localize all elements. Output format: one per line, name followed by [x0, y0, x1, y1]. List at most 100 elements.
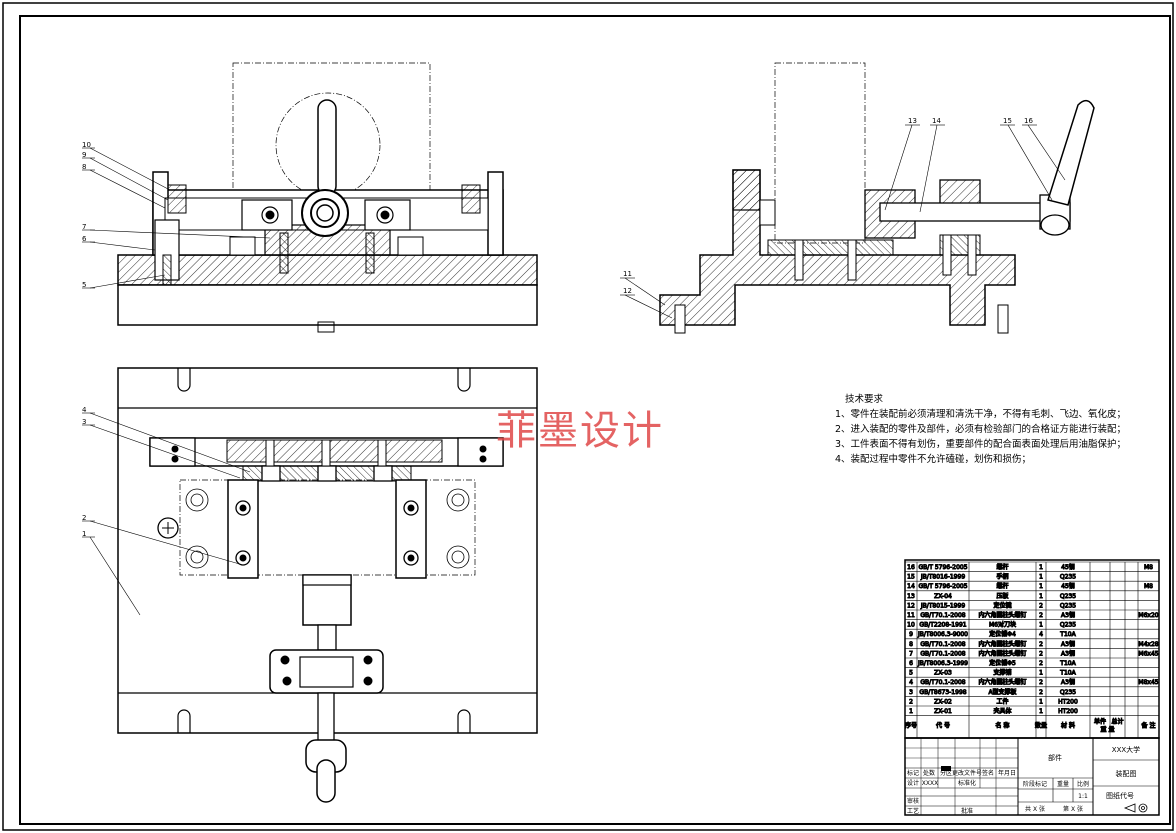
- bom-row-no: 15: [907, 574, 915, 581]
- bom-row-no: 6: [909, 660, 913, 667]
- side-view-balloon-labels: 13 14 15 16 11 12: [623, 117, 1033, 295]
- bom-row-code: ZX-04: [934, 593, 952, 600]
- bom-row-no: 11: [907, 612, 915, 619]
- scale-value: 1:1: [1078, 793, 1088, 800]
- bom-row-qty: 1: [1039, 574, 1043, 581]
- bom-row-code: JB/T8006.3-9000: [917, 631, 968, 638]
- balloon-9: 9: [82, 151, 86, 159]
- bom-row-qty: 1: [1039, 670, 1043, 677]
- balloon-10: 10: [82, 141, 91, 149]
- drawing-name: 装配图: [1116, 769, 1137, 778]
- balloon-8: 8: [82, 163, 86, 171]
- row-label-zone: 分区: [940, 769, 952, 777]
- bom-header-name: 名 称: [996, 722, 1010, 730]
- bom-row-code: GB/T 5796-2005: [918, 564, 967, 571]
- bom-row-name: 夹具体: [993, 707, 1011, 715]
- review-label: 审核: [907, 797, 919, 805]
- bom-row-qty: 2: [1039, 641, 1043, 648]
- balloon-13: 13: [908, 117, 917, 125]
- balloon-3: 3: [82, 418, 86, 426]
- balloon-5: 5: [82, 281, 86, 289]
- bom-row-name: 定位键: [993, 601, 1011, 609]
- bom-row-no: 14: [907, 583, 915, 590]
- bom-row-note: M6x20: [1138, 612, 1158, 619]
- bom-row-name: 内六角圆柱头螺钉: [978, 649, 1026, 657]
- bom-row-code: ZX-01: [934, 708, 952, 715]
- bom-row-code: JB/T8016-1999: [920, 574, 965, 581]
- bom-row-no: 16: [907, 564, 915, 571]
- top-view-balloon-labels: 4 3 2 1: [82, 406, 87, 538]
- bom-row-name: A型支撑板: [988, 688, 1016, 696]
- bom-row-material: 45钢: [1061, 563, 1075, 571]
- balloon-6: 6: [82, 235, 87, 243]
- top-view-leaders: [82, 412, 251, 616]
- bom-header-material: 材 料: [1061, 722, 1075, 730]
- process-label: 工艺: [907, 807, 919, 815]
- bom-row-code: GB/T2208-1991: [919, 622, 966, 629]
- sheet-no: 第 X 张: [1063, 805, 1083, 813]
- bom-row-no: 1: [909, 708, 913, 715]
- bom-row-material: Q235: [1060, 593, 1076, 600]
- bom-row-material: Q235: [1060, 689, 1076, 696]
- bom-row-no: 13: [907, 593, 915, 600]
- bom-row-no: 7: [909, 650, 913, 657]
- bom-row-code: GB/T70.1-2008: [920, 679, 965, 686]
- bom-row-no: 12: [907, 602, 915, 609]
- balloon-14: 14: [932, 117, 941, 125]
- bom-header-unit-weight: 单件: [1094, 718, 1106, 726]
- row-label-change: 更改文件号: [952, 769, 982, 777]
- bom-row-qty: 2: [1039, 612, 1043, 619]
- bom-row-material: HT200: [1058, 708, 1078, 715]
- bom-row-no: 5: [909, 670, 913, 677]
- technical-requirements: 技术要求 1、零件在装配前必须清理和清洗干净，不得有毛刺、飞边、氧化皮； 2、进…: [835, 392, 1165, 467]
- bom-row-material: T10A: [1059, 631, 1076, 638]
- bom-row-code: JB/T8015-1999: [920, 602, 965, 609]
- bom-row-qty: 1: [1039, 622, 1043, 629]
- bom-row-code: ZX-02: [934, 698, 952, 705]
- designer-value: XXXX: [922, 780, 938, 787]
- tech-requirements-title: 技术要求: [845, 394, 884, 405]
- bom-row-qty: 1: [1039, 583, 1043, 590]
- front-view-balloon-labels: 10 9 8 7 6 5: [82, 141, 91, 289]
- bom-row-qty: 1: [1039, 593, 1043, 600]
- weight-label: 重量: [1057, 780, 1069, 788]
- bom-row-no: 2: [909, 698, 913, 705]
- tech-requirement-4: 4、装配过程中零件不允许磕碰，划伤和损伤；: [835, 454, 1032, 465]
- balloon-15: 15: [1003, 117, 1012, 125]
- bom-row-material: Q235: [1060, 622, 1076, 629]
- inner-frame: [19, 15, 1171, 825]
- bom-row-name: 内六角圆柱头螺钉: [978, 640, 1026, 648]
- bom-row-qty: 1: [1039, 708, 1043, 715]
- title-block: [904, 737, 1160, 816]
- bom-row-note: M8: [1144, 564, 1153, 571]
- bom-row-code: GB/T8673-1998: [919, 689, 966, 696]
- bom-row-name: 螺杆: [996, 582, 1008, 590]
- bom-row-no: 9: [909, 631, 913, 638]
- bom-row-name: 定位销Φ5: [989, 659, 1016, 667]
- designer-label: 设计: [907, 779, 919, 787]
- bom-row-note: M8: [1144, 583, 1153, 590]
- front-view-leaders: [82, 147, 271, 289]
- bom-row-code: GB/T70.1-2008: [920, 650, 965, 657]
- part-type: 部件: [1048, 753, 1062, 762]
- bom-row-qty: 4: [1039, 631, 1043, 638]
- bom-header-note: 备 注: [1142, 722, 1156, 730]
- bom-row-name: 内六角圆柱头螺钉: [978, 678, 1026, 686]
- bom-row-code: JB/T8006.3-1999: [917, 660, 968, 667]
- bom-row-qty: 2: [1039, 679, 1043, 686]
- title-block-text: XXX大学 部件 装配图 图纸代号 阶段标记 重量 比例 1:1 共 X 张 第…: [907, 745, 1140, 815]
- bom-row-material: Q235: [1060, 574, 1076, 581]
- bom-row-name: 工件: [996, 697, 1008, 705]
- balloon-2: 2: [82, 514, 86, 522]
- bom-row-no: 4: [909, 679, 913, 686]
- bom-row-code: GB/T 5796-2005: [918, 583, 967, 590]
- top-view: [117, 367, 538, 803]
- bom-header-total-weight: 总计: [1111, 718, 1123, 726]
- bom-row-name: 手柄: [996, 573, 1008, 581]
- bom-row-material: HT200: [1058, 698, 1078, 705]
- bom-row-qty: 2: [1039, 602, 1043, 609]
- school-name: XXX大学: [1112, 745, 1140, 754]
- scale-label: 比例: [1077, 780, 1089, 788]
